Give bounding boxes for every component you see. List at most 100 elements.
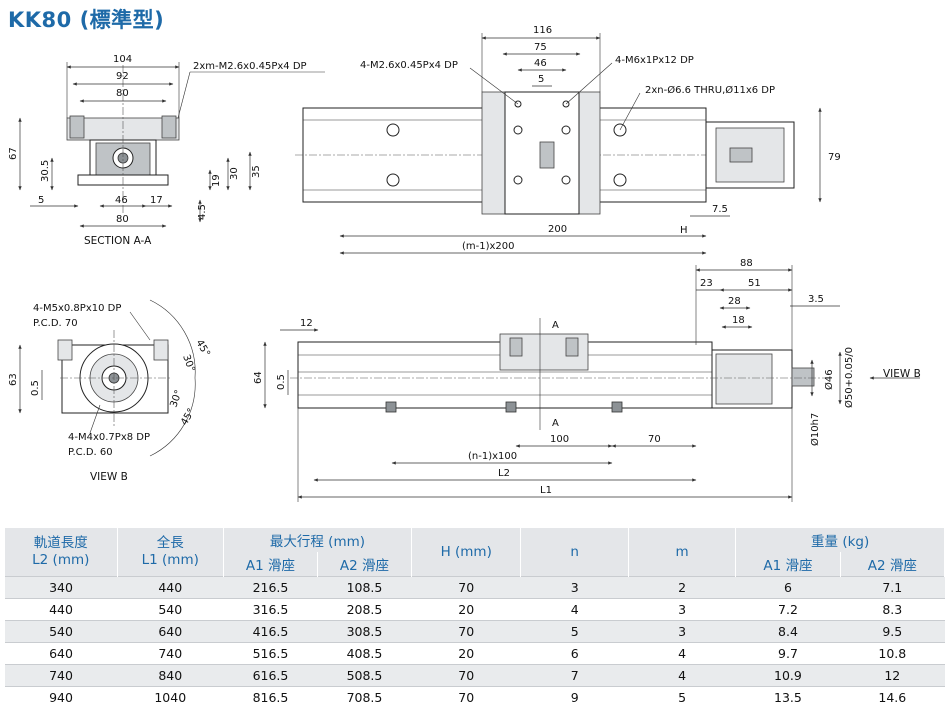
cell: 416.5 <box>223 620 318 643</box>
cell: 12 <box>840 664 945 687</box>
callout-4-m5: 4-M5x0.8Px10 DP <box>33 303 121 314</box>
cell: 3 <box>628 598 736 621</box>
cell: 8.4 <box>735 620 841 643</box>
cell: 540 <box>117 598 224 621</box>
callout-pcd-60: P.C.D. 60 <box>68 447 113 458</box>
section-mark-a-top: A <box>552 320 559 331</box>
cell: 5 <box>628 686 736 708</box>
callout-4-m4: 4-M4x0.7Px8 DP <box>68 432 150 443</box>
cell: 20 <box>411 598 521 621</box>
cell: 708.5 <box>317 686 412 708</box>
cell: 7 <box>520 664 629 687</box>
cell: 9 <box>520 686 629 708</box>
dim-d10h7: Ø10h7 <box>809 413 821 446</box>
dim-80-bottom: 80 <box>116 214 129 225</box>
cell: 1040 <box>117 686 224 708</box>
th-stroke-a2: A2 滑座 <box>317 552 412 577</box>
cell: 20 <box>411 642 521 665</box>
dim-46-top: 46 <box>534 58 547 69</box>
dim-d50: Ø50+0.05/0 <box>843 347 855 408</box>
dim-h: H <box>680 225 688 236</box>
dim-46: 46 <box>115 195 128 206</box>
cell: 540 <box>5 620 118 643</box>
cell: 3 <box>520 576 629 599</box>
cell: 70 <box>411 620 521 643</box>
th-stroke-a1: A1 滑座 <box>223 552 318 577</box>
page-title: KK80 (標準型) <box>8 8 165 32</box>
cell: 4 <box>520 598 629 621</box>
dim-100: 100 <box>550 434 569 445</box>
cell: 3 <box>628 620 736 643</box>
cell: 740 <box>117 642 224 665</box>
cell: 740 <box>5 664 118 687</box>
cell: 4 <box>628 642 736 665</box>
dim-0-5-viewb: 0.5 <box>30 380 41 396</box>
cell: 816.5 <box>223 686 318 708</box>
cell: 508.5 <box>317 664 412 687</box>
dim-12: 12 <box>300 318 313 329</box>
th-rail-length-line2: L2 (mm) <box>32 552 90 568</box>
dim-63: 63 <box>8 373 19 386</box>
cell: 70 <box>411 686 521 708</box>
view-b: 45° 30° 30° 45° 63 0.5 4-M5x0.8Px10 DP P… <box>8 299 212 483</box>
cell: 640 <box>117 620 224 643</box>
cell: 616.5 <box>223 664 318 687</box>
section-mark-a-bottom: A <box>552 418 559 429</box>
cell: 4 <box>628 664 736 687</box>
technical-drawing: 104 92 80 67 30.5 19 30 35 4.5 5 46 17 8… <box>8 25 921 502</box>
dim-51: 51 <box>748 278 761 289</box>
callout-4-m6: 4-M6x1Px12 DP <box>615 55 694 66</box>
top-view: 116 75 46 5 200 7.5 H (m-1)x200 79 4-M2.… <box>295 25 841 255</box>
dim-64: 64 <box>253 371 264 384</box>
dim-92: 92 <box>116 71 129 82</box>
side-view: A A 88 23 51 28 3.5 18 12 64 0.5 100 70 … <box>253 258 921 502</box>
th-weight-a1: A1 滑座 <box>735 552 841 577</box>
callout-2xm-m2-6: 2xm-M2.6x0.45Px4 DP <box>193 61 307 72</box>
dim-67: 67 <box>8 147 19 160</box>
callout-pcd-70: P.C.D. 70 <box>33 318 78 329</box>
dim-n-1-x100: (n-1)x100 <box>468 451 517 462</box>
dim-30-right: 30 <box>229 167 240 180</box>
dim-d46: Ø46 <box>823 369 835 390</box>
dim-30-5: 30.5 <box>40 160 51 182</box>
dim-75: 75 <box>534 42 547 53</box>
cell: 340 <box>5 576 118 599</box>
th-rail-length-line1: 軌道長度 <box>33 535 88 551</box>
angle-45-bottom: 45° <box>179 407 197 428</box>
th-overall-line1: 全長 <box>156 535 184 551</box>
cell: 2 <box>628 576 736 599</box>
cell: 70 <box>411 576 521 599</box>
cell: 408.5 <box>317 642 412 665</box>
dim-7-5: 7.5 <box>712 204 728 215</box>
cell: 6 <box>520 642 629 665</box>
dim-l2: L2 <box>498 468 510 479</box>
th-weight: 重量 (kg) <box>735 528 945 552</box>
view-b-arrow-label: VIEW B <box>883 368 921 380</box>
dim-18: 18 <box>732 315 745 326</box>
dim-5-top: 5 <box>538 74 544 85</box>
dim-0-5-side: 0.5 <box>276 374 287 390</box>
cell: 9.5 <box>840 620 945 643</box>
dim-104: 104 <box>113 54 132 65</box>
cell: 14.6 <box>840 686 945 708</box>
dim-23: 23 <box>700 278 713 289</box>
section-a-a-view: 104 92 80 67 30.5 19 30 35 4.5 5 46 17 8… <box>8 54 325 247</box>
cell: 208.5 <box>317 598 412 621</box>
angle-45-top: 45° <box>193 338 211 359</box>
cell: 13.5 <box>735 686 841 708</box>
cell: 70 <box>411 664 521 687</box>
cell: 308.5 <box>317 620 412 643</box>
dim-200: 200 <box>548 224 567 235</box>
dim-116: 116 <box>533 25 552 36</box>
dim-28: 28 <box>728 296 741 307</box>
dim-70: 70 <box>648 434 661 445</box>
th-weight-a2: A2 滑座 <box>840 552 946 577</box>
